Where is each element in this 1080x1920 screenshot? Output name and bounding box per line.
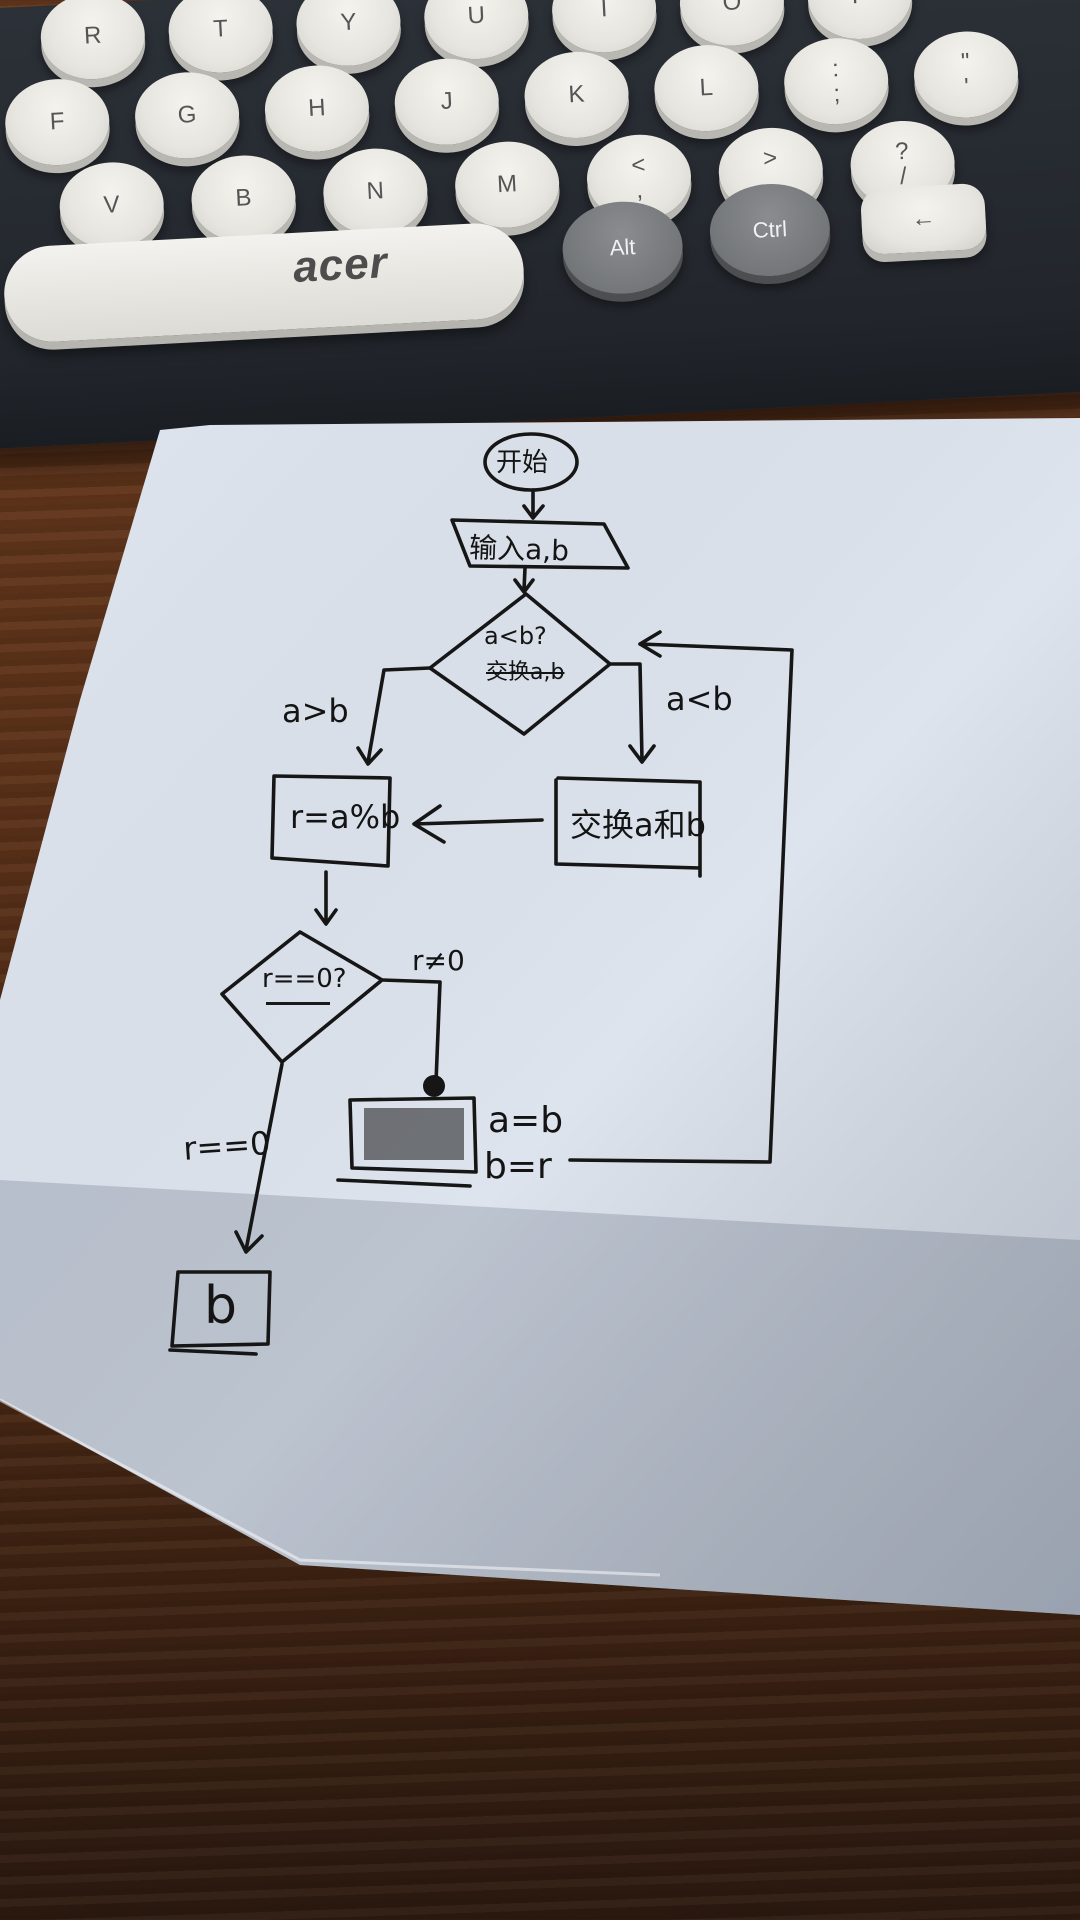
label-assign-a: a=b — [488, 1100, 564, 1141]
key-bottom-2: N — [321, 145, 430, 238]
label-decision1-struck: 交换a,b — [486, 660, 565, 685]
key-home-4: K — [522, 49, 631, 141]
key-bottom-3: M — [452, 139, 562, 231]
label-branch-zero: r==0 — [182, 1123, 272, 1168]
label-process-mod: r=a%b — [290, 798, 401, 836]
label-assign-b: b=r — [484, 1146, 552, 1187]
label-output: b — [204, 1276, 238, 1336]
ctrl-key: Ctrl — [707, 180, 833, 280]
key-top-3: U — [422, 0, 531, 62]
key-top-6: P — [805, 0, 914, 42]
key-row-top: RTYUIOP — [0, 0, 1080, 82]
key-top-5: O — [677, 0, 787, 49]
label-process-swap: 交换a和b — [570, 806, 706, 844]
label-decision2: r==0? — [262, 964, 347, 994]
key-home-7: " ' — [911, 28, 1021, 121]
label-start: 开始 — [496, 448, 549, 478]
key-bottom-1: B — [189, 152, 298, 245]
label-branch-left: a>b — [282, 692, 349, 730]
label-branch-right: a<b — [666, 680, 733, 718]
key-top-2: Y — [294, 0, 403, 69]
key-bottom-0: V — [57, 159, 166, 252]
key-top-0: R — [38, 0, 147, 82]
label-input: 输入a,b — [468, 530, 570, 568]
key-top-4: I — [549, 0, 659, 56]
brand-logo: acer — [291, 238, 389, 292]
label-decision1: a<b? — [484, 622, 547, 650]
key-home-5: L — [652, 42, 761, 134]
key-home-3: J — [392, 56, 501, 148]
key-home-2: H — [262, 62, 372, 155]
key-home-0: F — [3, 76, 112, 168]
key-home-1: G — [132, 69, 242, 162]
scribble-line — [266, 1002, 330, 1005]
label-branch-nonzero: r≠0 — [412, 944, 465, 977]
key-top-1: T — [166, 0, 275, 76]
arrow-left-key: ← — [859, 182, 988, 256]
key-home-6: : ; — [782, 35, 891, 127]
